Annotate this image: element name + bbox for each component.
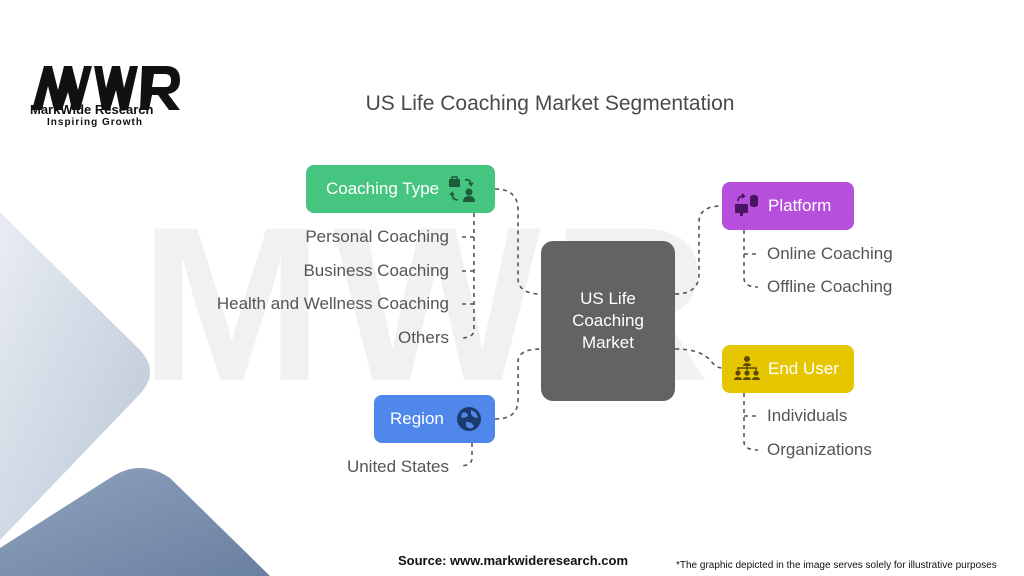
center-label: US Life Coaching Market [572, 288, 644, 353]
disclaimer-text: *The graphic depicted in the image serve… [676, 560, 997, 571]
list-item: Online Coaching [767, 244, 893, 263]
segment-region: Region [374, 395, 495, 443]
list-item: Others [397, 328, 449, 347]
list-item: Offline Coaching [767, 277, 893, 296]
segment-coaching-type-label: Coaching Type [326, 179, 440, 198]
list-item: Health and Wellness Coaching [216, 294, 449, 313]
computer-database-icon [735, 193, 758, 216]
segment-end-user: End User [722, 345, 854, 393]
list-item: Individuals [767, 406, 848, 425]
hierarchy-people-icon [734, 356, 760, 380]
segment-region-label: Region [390, 409, 444, 428]
globe-icon [456, 407, 481, 431]
page-title: US Life Coaching Market Segmentation [365, 92, 735, 115]
segment-end-user-label: End User [768, 359, 839, 378]
logo-company-name: MarkWide Research [30, 102, 154, 117]
list-item: United States [346, 457, 449, 476]
list-item: Business Coaching [303, 261, 449, 280]
center-node: US Life Coaching Market [541, 241, 675, 401]
source-text: Source: www.markwideresearch.com [398, 553, 629, 568]
list-item: Organizations [767, 440, 872, 459]
segment-coaching-type: Coaching Type [306, 165, 495, 213]
markwide-logo [32, 66, 180, 110]
logo-tagline: Inspiring Growth [47, 117, 143, 128]
segment-platform-label: Platform [768, 196, 832, 215]
segment-platform: Platform [722, 182, 854, 230]
briefcase-person-icon [449, 176, 476, 202]
list-item: Personal Coaching [305, 227, 449, 246]
